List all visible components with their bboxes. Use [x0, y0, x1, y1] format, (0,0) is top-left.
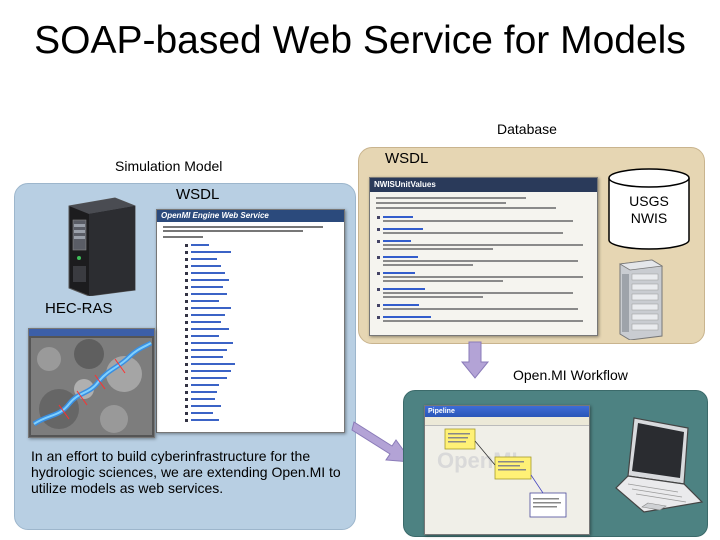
nwis-wsdl-screenshot: NWISUnitValues — [369, 177, 598, 336]
openmi-workflow-label: Open.MI Workflow — [513, 367, 628, 383]
workflow-title-bar: Pipeline — [425, 406, 589, 417]
usgs-label-line1: USGS — [629, 193, 669, 209]
openmi-workflow-screenshot: Pipeline OpenMI — [424, 405, 590, 535]
hec-ras-map-screenshot — [28, 328, 155, 438]
database-cylinder-icon — [608, 168, 690, 250]
simulation-model-label: Simulation Model — [115, 158, 223, 174]
server-tower-icon — [68, 197, 136, 296]
openmi-wsdl-screenshot: OpenMI Engine Web Service — [156, 209, 345, 433]
wsdl-left-label: WSDL — [176, 186, 220, 203]
server-rack-icon — [618, 259, 664, 340]
openmi-title-bar: OpenMI Engine Web Service — [157, 210, 344, 222]
usgs-nwis-label: USGS NWIS — [606, 193, 692, 227]
usgs-label-line2: NWIS — [630, 210, 668, 226]
arrow-icon-workflow — [351, 421, 414, 463]
laptop-icon — [615, 417, 704, 513]
nwis-title-bar: NWISUnitValues — [370, 178, 597, 192]
description-text: In an effort to build cyberinfrastructur… — [31, 448, 341, 496]
wsdl-top-label: WSDL — [385, 150, 429, 167]
slide-title: SOAP-based Web Service for Models — [34, 19, 686, 62]
hec-ras-label: HEC-RAS — [45, 300, 113, 317]
arrow-icon — [460, 341, 490, 379]
database-label: Database — [497, 121, 557, 137]
